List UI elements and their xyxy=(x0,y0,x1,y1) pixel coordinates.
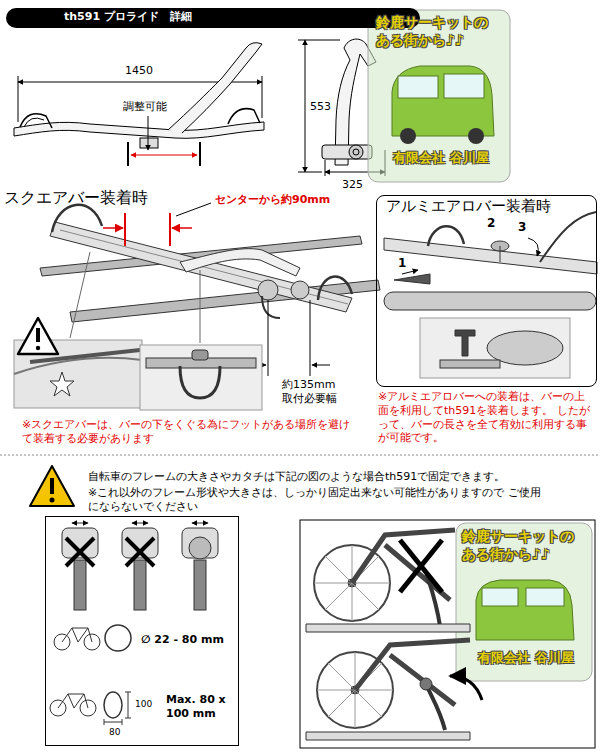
square-bar-mount xyxy=(14,203,380,410)
watermark-text: 有限会社 谷川屋 xyxy=(393,150,489,166)
dimension-label: 325 xyxy=(342,178,363,192)
dimension-label: 100 xyxy=(135,699,152,710)
bike-mount-panel xyxy=(300,520,595,748)
frame-size-panel: ∅ 22 - 80 mm 100 80 Max. 80 x 100 mm xyxy=(45,516,239,746)
note-text: 自転車のフレームの大きさやカタチは下記の図のような場合th591で固定できます。 xyxy=(88,470,505,484)
aero-bar-mount xyxy=(384,212,597,378)
watermark-text: 有限会社 谷川屋 xyxy=(478,650,574,666)
callout-number: 2 xyxy=(487,216,495,231)
dimension-label: 約135mm 取付必要幅 xyxy=(282,378,344,406)
note-text: ※アルミエアロバーへの装着は、バーの上面を利用してth591を装着します。 した… xyxy=(378,390,596,445)
side-view xyxy=(14,43,264,166)
dimension-label: 1450 xyxy=(125,64,153,78)
dimension-label: 80 xyxy=(109,727,120,738)
dimension-label: 553 xyxy=(310,100,331,114)
title-band: th591 プロライド 詳細 xyxy=(6,8,420,28)
section-heading: スクエアバー装着時 xyxy=(4,188,148,208)
annotation: 調整可能 xyxy=(123,100,167,114)
note-text: ※スクエアバーは、バーの下をくぐる為にフットがある場所を避けて装着する必要があり… xyxy=(22,418,352,446)
watermark-text: 鈴鹿サーキットの ある街から♪♪ xyxy=(376,14,506,49)
callout-number: 1 xyxy=(398,256,406,271)
dimension-label: ∅ 22 - 80 mm xyxy=(141,633,224,647)
warning-icon xyxy=(30,466,74,506)
callout-number: 3 xyxy=(518,220,526,235)
panel-heading: アルミエアロバー装着時 xyxy=(386,197,551,216)
note-text: ※これ以外のフレーム形状や大きさは、しっかり固定出来ない可能性がありますので ご… xyxy=(88,486,548,514)
watermark-text: 鈴鹿サーキットの ある街から♪♪ xyxy=(462,528,592,563)
dimension-label: センターから約90mm xyxy=(215,193,330,207)
aero-bar-panel: アルミエアロバー装着時 xyxy=(376,195,597,387)
watermark xyxy=(368,10,510,182)
title-text: th591 プロライド 詳細 xyxy=(64,10,192,24)
separator xyxy=(0,455,600,456)
dimension-label: Max. 80 x 100 mm xyxy=(166,693,234,721)
